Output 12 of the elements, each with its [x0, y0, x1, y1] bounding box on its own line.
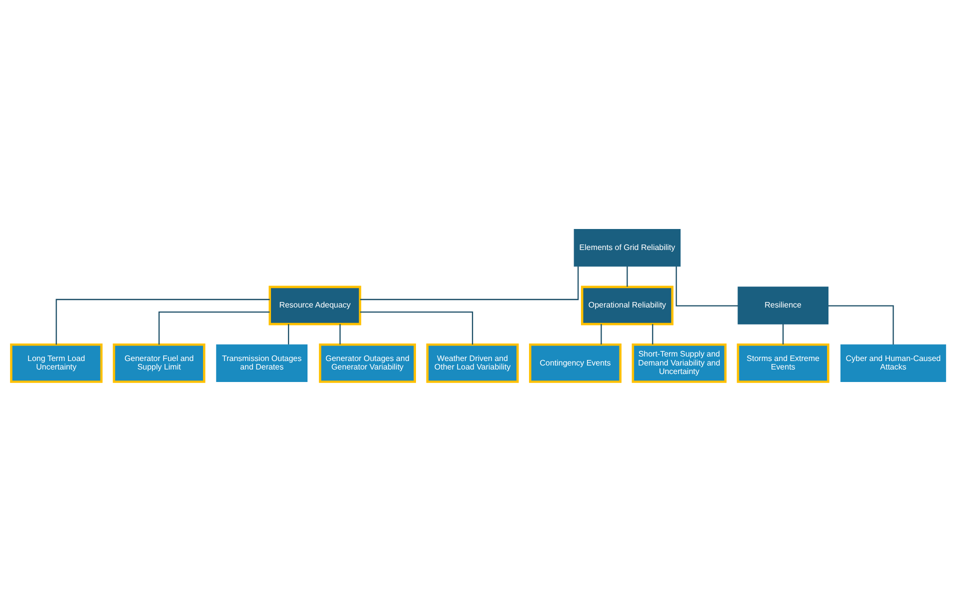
connector: [652, 324, 654, 344]
connector: [158, 312, 270, 345]
connector: [626, 266, 628, 287]
connector: [288, 324, 290, 344]
connector: [339, 324, 341, 344]
connector: [360, 312, 474, 345]
connector: [360, 266, 579, 300]
connector: [600, 324, 602, 344]
connector: [56, 298, 270, 345]
connector: [676, 266, 738, 306]
connector: [782, 324, 784, 344]
connector: [828, 305, 894, 345]
